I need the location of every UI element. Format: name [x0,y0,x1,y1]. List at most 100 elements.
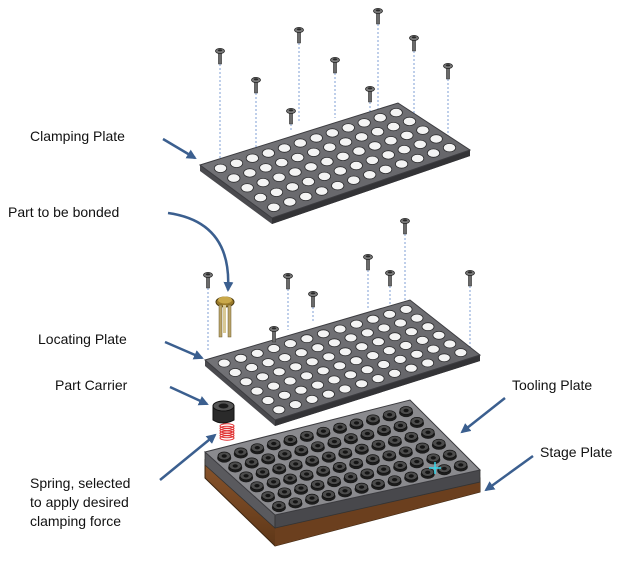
carrier-pocket [277,449,292,461]
carrier-pocket [410,417,424,428]
screw-icon [308,290,318,308]
carrier-pocket [217,451,232,463]
carrier-pocket [371,479,386,490]
locating-hole [333,324,347,334]
clamping-hole [384,136,398,146]
clamping-plate-holes [213,108,457,212]
carrier-pocket [266,439,281,451]
carrier-pocket [228,461,243,473]
locating-hole [377,360,391,369]
clamping-hole [370,127,385,137]
carrier-pocket [338,486,352,498]
carrier-pocket [332,462,347,473]
locating-hole [272,367,286,377]
locating-hole [388,332,402,342]
locating-hole [278,353,292,363]
carrier-pocket [321,451,336,463]
clamping-hole [283,197,297,207]
clamping-hole [413,139,427,149]
locating-hole [311,343,325,353]
carrier-pocket [387,435,402,447]
crosshair-icon [429,462,441,474]
carrier-pocket [310,441,325,453]
clamping-hole [394,159,409,169]
carrier-pocket [376,464,391,476]
locating-hole [415,335,429,345]
locating-hole [250,386,264,396]
clamping-hole [213,163,228,173]
clamping-hole [317,171,331,181]
locating-hole [316,366,330,376]
carrier-pocket [404,431,419,443]
screws [203,7,475,343]
carrier-pocket [420,467,435,479]
carrier-pocket [409,457,424,469]
carrier-pocket [271,501,286,513]
locating-hole [399,304,413,314]
label-locating-plate: Locating Plate [38,331,127,347]
clamping-hole [307,147,321,157]
locating-hole [360,328,374,338]
clamping-hole [336,151,350,161]
locating-hole [327,375,341,385]
clamping-hole [442,143,457,153]
locating-hole [355,379,369,389]
label-stage-plate: Stage Plate [540,444,613,460]
locating-hole [234,353,248,363]
clamping-hole [416,125,430,135]
clamping-hole [357,118,371,128]
carrier-pocket [327,437,342,449]
label-spring-line2: to apply desired [30,494,129,510]
screw-icon [330,57,340,74]
carrier-pocket [233,447,248,459]
screw-icon [294,26,304,44]
locating-hole [383,309,397,319]
locating-hole [289,362,303,372]
carrier-pocket [398,446,413,458]
locating-hole [228,368,242,377]
locating-hole [300,334,314,344]
locating-hole [382,346,396,356]
locating-hole [437,353,451,363]
carrier-pocket [426,453,441,465]
carrier-pocket [349,418,364,430]
locating-hole [217,358,231,368]
clamping-hole [429,134,443,144]
locating-plate [203,299,482,426]
locating-hole [388,368,402,378]
clamping-hole [309,133,323,143]
carrier-pocket [393,461,408,472]
carrier-pocket [349,458,364,470]
locating-hole [344,333,358,343]
clamping-hole [333,166,347,176]
locating-hole [250,348,264,358]
clamping-hole [291,152,305,163]
carrier-pocket [421,427,435,439]
locating-hole [283,339,297,349]
tooling-plate [203,399,481,529]
clamping-hole [389,108,403,118]
carrier-pocket [393,421,408,433]
clamping-hole [253,193,268,203]
tooling-plate-carriers [217,406,468,513]
carrier-pocket [316,426,331,438]
locating-hole [261,358,275,368]
clamping-hole [402,116,417,127]
arrow-spring [159,433,217,481]
clamping-hole [381,150,395,160]
clamping-hole [227,173,241,183]
arrow-part-to-be-bonded [167,211,234,292]
carrier-pocket [283,435,298,447]
clamping-hole [272,172,286,182]
label-spring-line3: clamping force [30,513,122,529]
carrier-pocket [343,472,358,484]
callout-arrows [159,137,534,492]
carrier-pocket [365,454,380,466]
arrow-clamping-plate [162,137,197,160]
clamping-hole [301,177,315,187]
carrier-pocket [283,473,298,485]
clamping-hole [267,202,281,212]
carrier-pocket [360,429,375,441]
locating-hole [371,337,385,347]
clamping-hole [426,148,441,158]
